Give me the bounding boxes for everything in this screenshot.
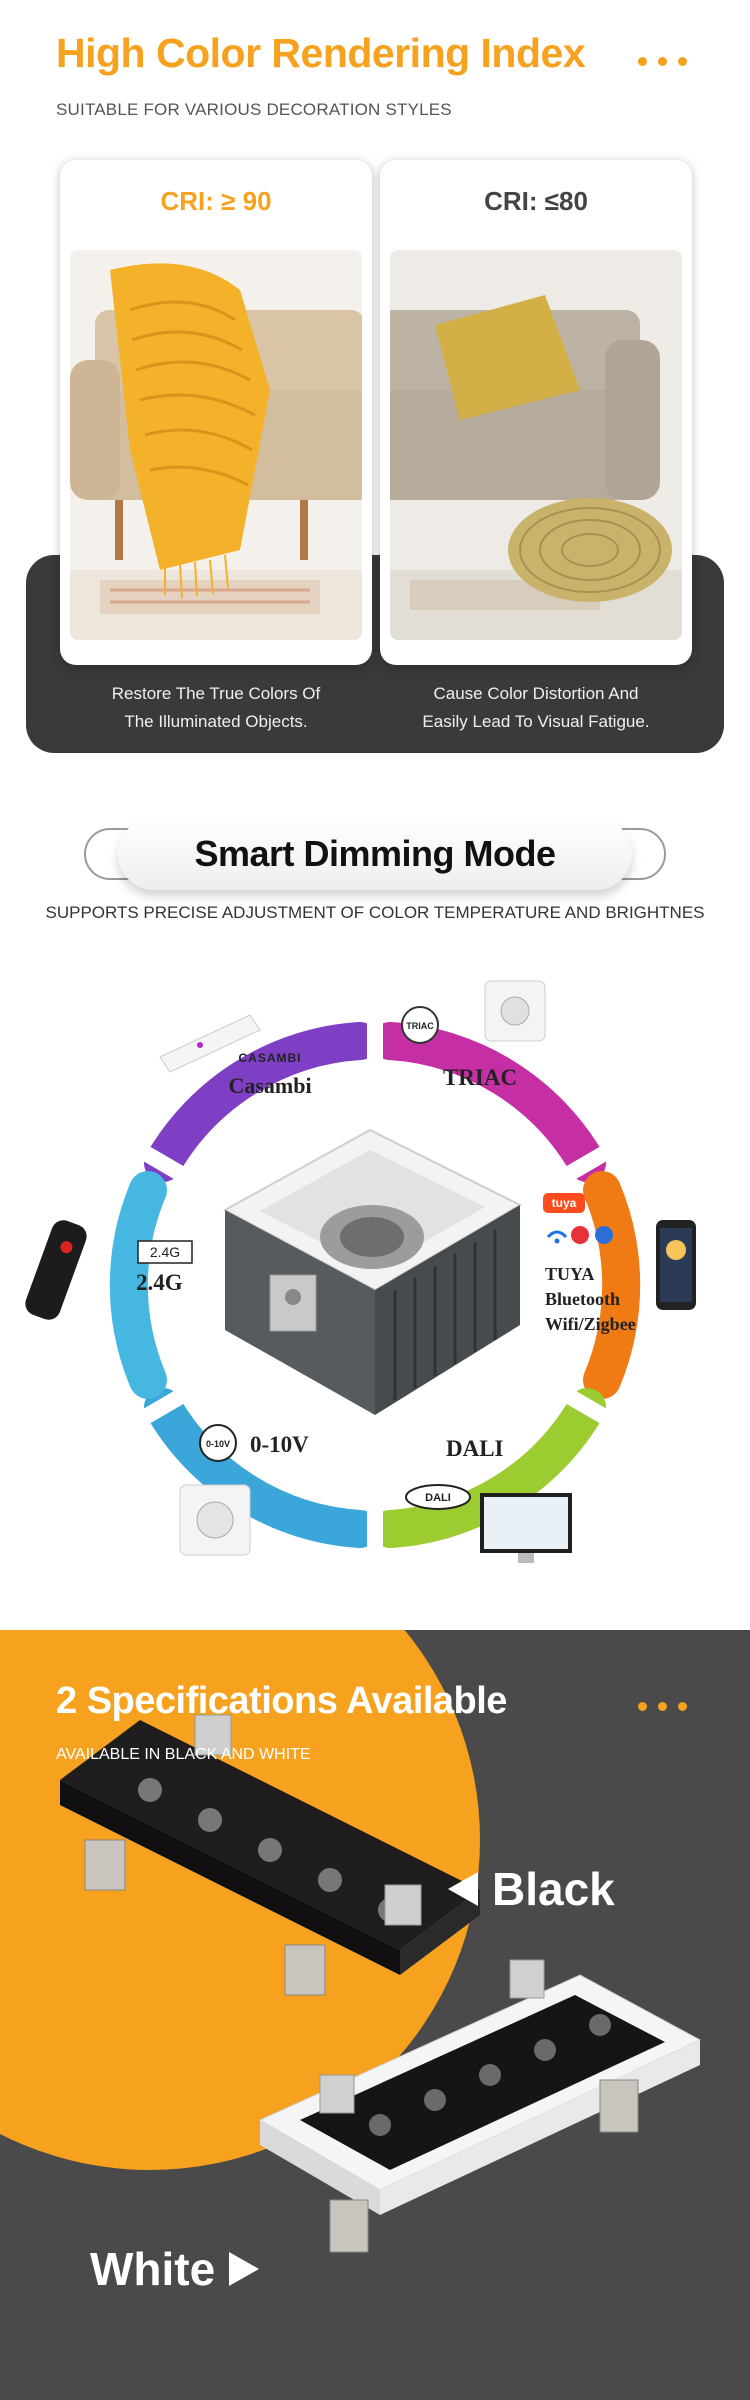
casambi-label: Casambi [228, 1073, 312, 1098]
wall-dimmer-icon [484, 980, 546, 1042]
remote-control-icon [25, 1220, 87, 1320]
tuya-arc [583, 1171, 641, 1399]
white-variant-label: White [90, 2242, 260, 2296]
rotary-dimmer-icon [179, 1484, 251, 1556]
triac-label: TRIAC [442, 1065, 518, 1090]
cri-high-caption: Restore The True Colors Of The Illuminat… [111, 684, 321, 731]
dali-badge-icon: DALI [405, 1484, 471, 1510]
svg-text:TRIAC: TRIAC [406, 1021, 434, 1031]
dimming-ring-diagram: TRIAC 2.4G tuya 0-10V DALI [25, 980, 696, 1563]
casambi-driver-icon [159, 1014, 261, 1073]
dali-label: DALI [446, 1436, 504, 1461]
sofa-dull-image [390, 250, 682, 640]
svg-text:DALI: DALI [425, 1492, 451, 1504]
casambi-brand-label: CASAMBI [238, 1051, 302, 1065]
bluetooth-icon [595, 1226, 613, 1244]
dimming-title-pill: Smart Dimming Mode [118, 818, 632, 890]
black-variant-label: Black [448, 1862, 615, 1916]
v010-label: 0-10V [250, 1432, 309, 1457]
downlight-product [222, 1128, 523, 1415]
white-fixture-image [258, 1959, 702, 2253]
tuya-label: TUYA Bluetooth Wifi/Zigbee [545, 1264, 636, 1334]
v010-badge-icon: 0-10V [199, 1424, 237, 1462]
casambi-arc [144, 1022, 379, 1182]
cri-low-heading: CRI: ≤80 [484, 186, 588, 216]
black-fixture-image [60, 1714, 480, 1996]
rf-arc [109, 1171, 167, 1399]
cri-high-heading: CRI: ≥ 90 [160, 186, 272, 216]
tuya-badge-icon: tuya [543, 1193, 585, 1213]
triac-badge-icon: TRIAC [401, 1006, 439, 1044]
rf-label: 2.4G [136, 1270, 183, 1295]
more-dots-icon [638, 57, 687, 66]
more-dots-icon [638, 1702, 687, 1711]
specs-section-subtitle: AVAILABLE IN BLACK AND WHITE [56, 1746, 311, 1763]
svg-text:0-10V: 0-10V [206, 1439, 230, 1449]
dimming-section-title: Smart Dimming Mode [194, 833, 556, 874]
right-arrow-icon [229, 2252, 260, 2286]
cri-high-card: CRI: ≥ 90 [60, 160, 372, 665]
specifications-section [0, 1630, 750, 2400]
cri-section-title: High Color Rendering Index [56, 30, 586, 76]
cri-low-card: CRI: ≤80 [380, 160, 692, 665]
dali-monitor-icon [480, 1493, 572, 1563]
specs-section-title: 2 Specifications Available [56, 1680, 507, 1722]
cri-section-subtitle: SUITABLE FOR VARIOUS DECORATION STYLES [56, 100, 452, 119]
zigbee-icon [571, 1226, 589, 1244]
phone-app-icon [656, 1220, 696, 1310]
dali-arc [371, 1388, 606, 1548]
sofa-warm-image [70, 250, 362, 640]
rf-badge-icon: 2.4G [137, 1240, 193, 1264]
svg-text:tuya: tuya [552, 1196, 577, 1210]
dimming-section-subtitle: SUPPORTS PRECISE ADJUSTMENT OF COLOR TEM… [45, 903, 705, 922]
svg-text:2.4G: 2.4G [150, 1244, 180, 1260]
triac-arc [371, 1022, 606, 1182]
left-arrow-icon [448, 1872, 478, 1906]
cri-low-caption: Cause Color Distortion And Easily Lead T… [422, 684, 650, 731]
wifi-icon [546, 1230, 568, 1244]
